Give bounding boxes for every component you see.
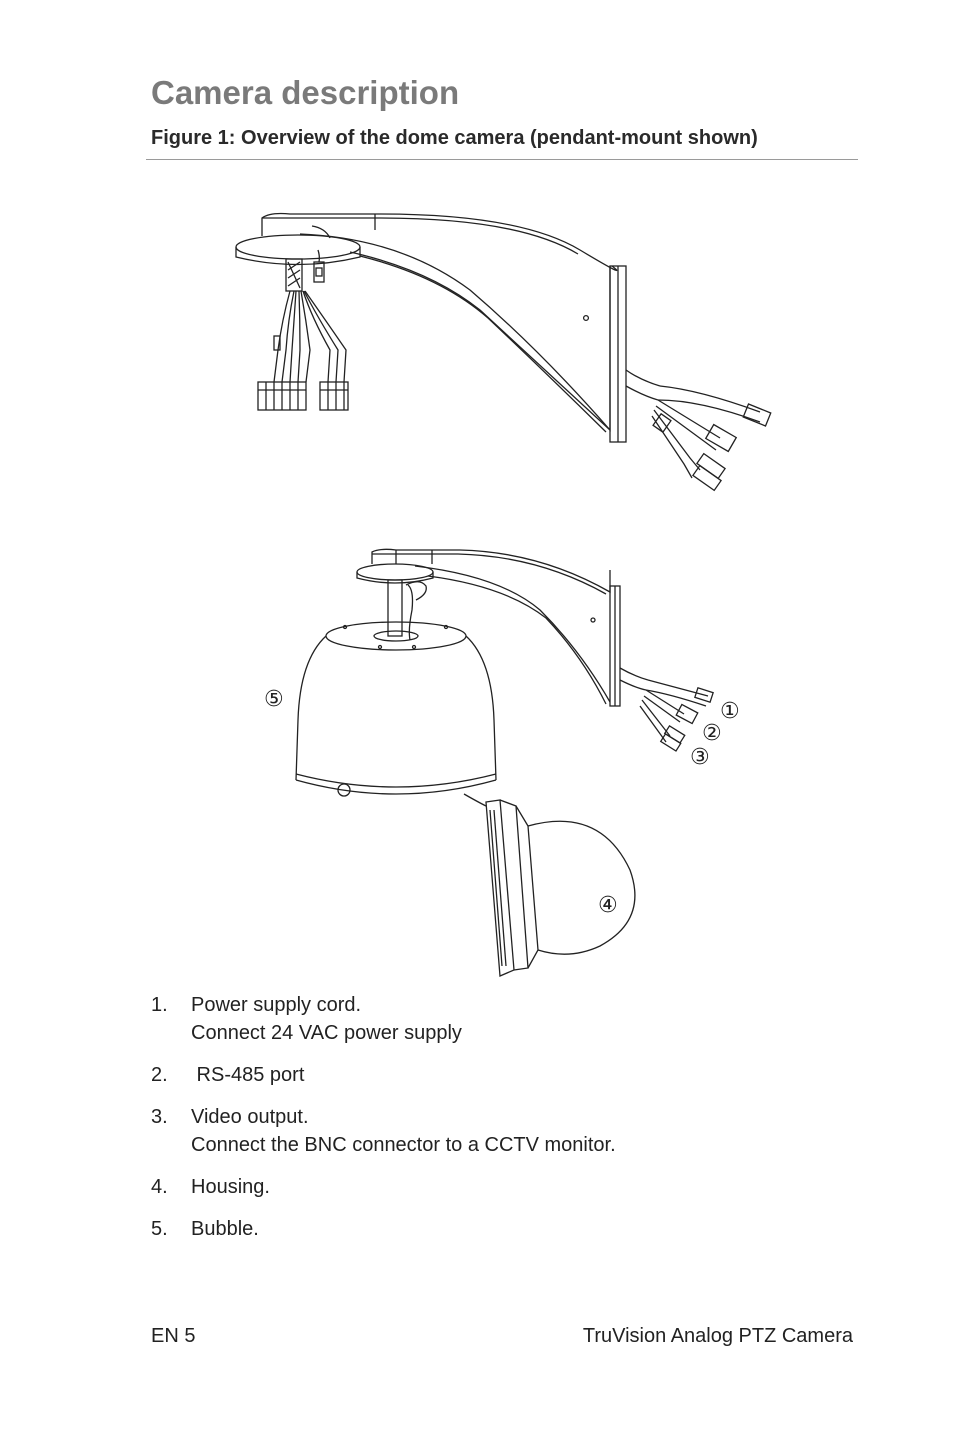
list-item: 5. Bubble. <box>151 1215 851 1243</box>
callout-4: ④ <box>598 893 618 918</box>
page-number: EN 5 <box>151 1325 196 1347</box>
list-item-text: Video output. <box>191 1106 309 1128</box>
list-item-text: RS-485 port <box>191 1064 305 1086</box>
component-list: 1. Power supply cord. Connect 24 VAC pow… <box>151 991 851 1257</box>
caption-divider <box>146 159 858 160</box>
list-item-text: Housing. <box>191 1176 270 1198</box>
callout-5: ⑤ <box>264 687 284 712</box>
section-title: Camera description <box>151 74 460 111</box>
list-item-text: Bubble. <box>191 1218 259 1240</box>
list-item-number: 2. <box>151 1064 168 1086</box>
callout-3: ③ <box>690 745 710 770</box>
list-item: 1. Power supply cord. Connect 24 VAC pow… <box>151 991 851 1047</box>
list-item-number: 5. <box>151 1218 168 1240</box>
bubble-drawing <box>463 793 636 977</box>
pendant-mount-arm-top <box>235 212 772 492</box>
callout-1: ① <box>720 699 740 724</box>
list-item: 2. RS-485 port <box>151 1061 851 1089</box>
list-item-number: 4. <box>151 1176 168 1198</box>
pendant-mount-arm-bottom <box>356 548 714 752</box>
list-item-text: Power supply cord. <box>191 994 362 1016</box>
list-item-detail: Connect 24 VAC power supply <box>191 1022 462 1044</box>
product-name: TruVision Analog PTZ Camera <box>582 1325 853 1347</box>
figure-caption: Figure 1: Overview of the dome camera (p… <box>151 127 758 149</box>
list-item-number: 3. <box>151 1106 168 1128</box>
callout-2: ② <box>702 721 722 746</box>
dome-camera-diagram: ① ② ③ ④ ⑤ <box>235 212 772 977</box>
list-item: 4. Housing. <box>151 1173 851 1201</box>
list-item-detail: Connect the BNC connector to a CCTV moni… <box>191 1134 616 1156</box>
list-item-number: 1. <box>151 994 168 1016</box>
housing-drawing <box>295 621 497 797</box>
list-item: 3. Video output. Connect the BNC connect… <box>151 1103 851 1159</box>
